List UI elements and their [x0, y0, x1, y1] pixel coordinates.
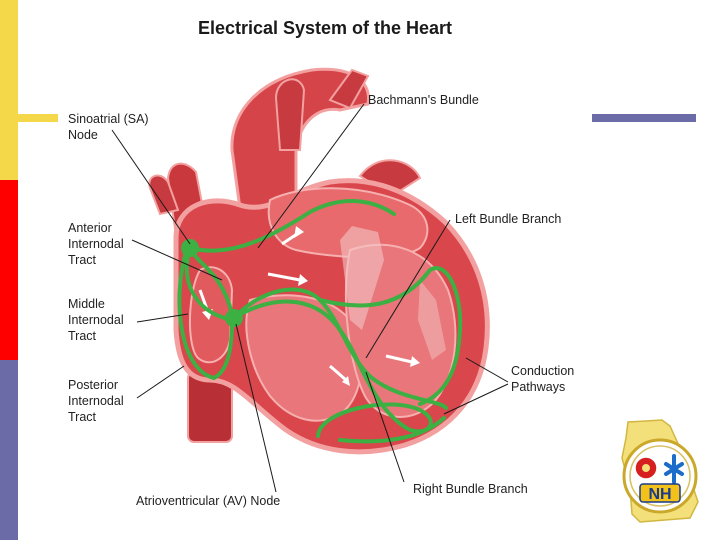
slide-title: Electrical System of the Heart — [197, 18, 453, 38]
label-conduction-pathways: Conduction Pathways — [511, 364, 575, 394]
label-bachmanns-bundle: Bachmann's Bundle — [368, 93, 479, 107]
label-sa-node: Sinoatrial (SA) Node — [68, 112, 149, 142]
label-left-bundle-branch: Left Bundle Branch — [455, 212, 562, 226]
left-stripe-blue — [0, 360, 18, 540]
leader-conduction-2 — [443, 383, 509, 415]
heart-illustration — [148, 67, 490, 455]
label-middle-tract: Middle Internodal Tract — [68, 297, 124, 343]
leader-lines — [111, 103, 509, 493]
leader-conduction-1 — [465, 357, 509, 383]
purkinje-path — [338, 416, 446, 444]
label-av-node: Atrioventricular (AV) Node — [136, 494, 281, 508]
leader-right-bundle — [365, 371, 405, 483]
leader-anterior — [131, 239, 223, 281]
leader-bachmann — [257, 103, 365, 249]
leader-posterior — [136, 365, 185, 399]
accent-rule-right — [592, 114, 696, 122]
leader-middle — [136, 313, 189, 323]
star-of-life-icon — [664, 454, 684, 484]
accent-rule-left — [18, 114, 58, 122]
bachmanns-bundle-path — [188, 199, 396, 253]
av-node-marker — [225, 309, 243, 327]
leader-av-node — [235, 323, 277, 493]
posterior-tract-path — [177, 250, 234, 381]
nh-ems-seal-logo: NH — [621, 419, 699, 523]
sa-node-marker — [181, 239, 199, 257]
left-stripe-yellow — [0, 0, 18, 180]
middle-tract-path — [184, 248, 234, 322]
logo-nh-text: NH — [648, 486, 671, 503]
left-stripe-red — [0, 180, 18, 360]
label-posterior-tract: Posterior Internodal Tract — [68, 378, 124, 424]
leader-left-bundle — [365, 219, 451, 359]
leader-sa-node — [111, 129, 191, 245]
label-right-bundle-branch: Right Bundle Branch — [413, 482, 528, 496]
label-anterior-tract: Anterior Internodal Tract — [68, 221, 124, 267]
left-bundle-path — [318, 266, 463, 406]
